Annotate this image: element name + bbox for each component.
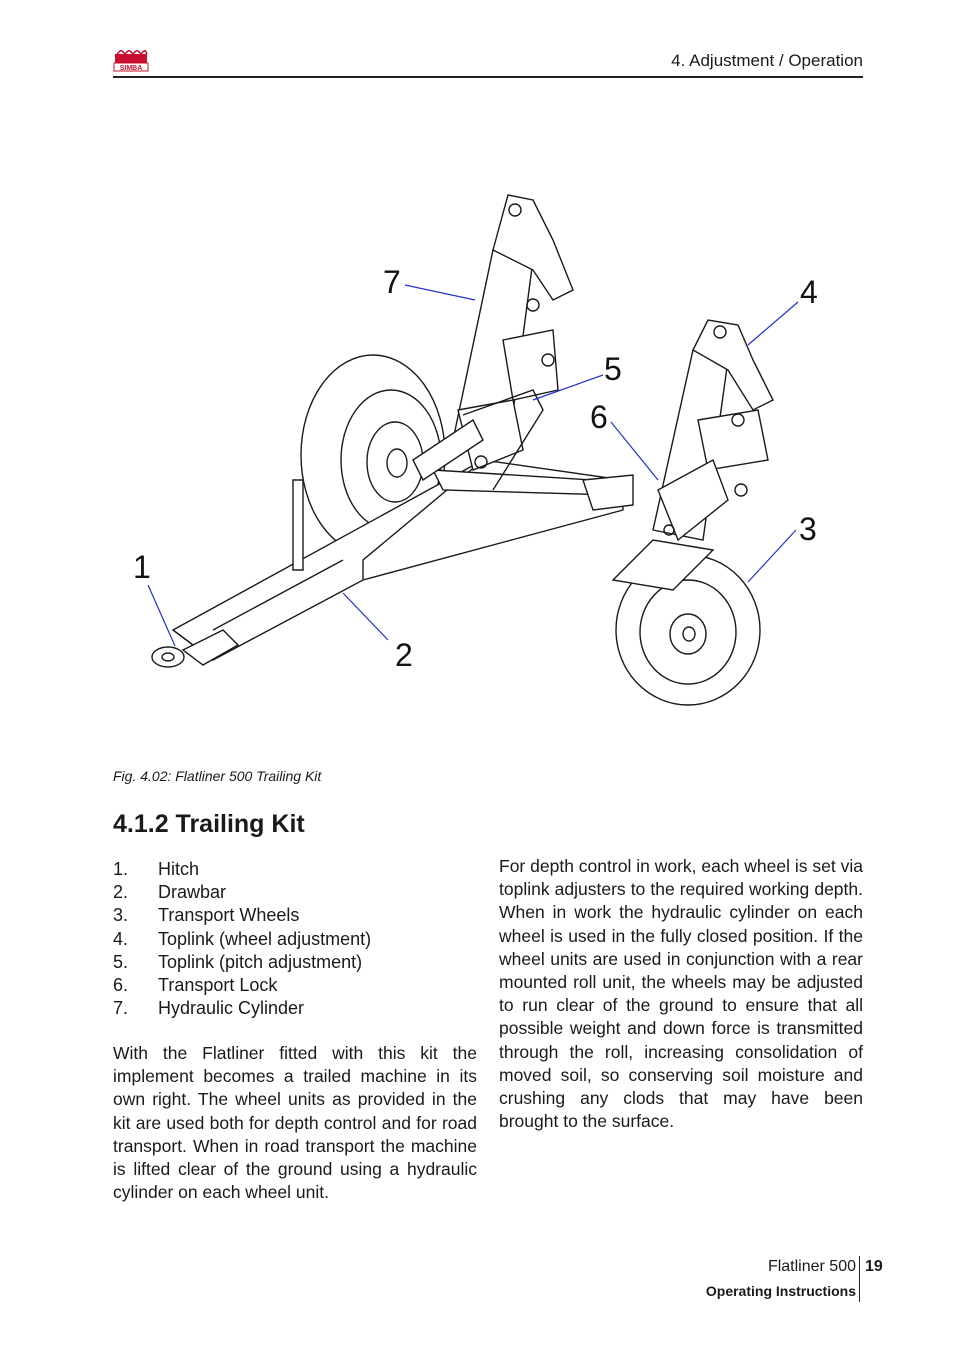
list-item: 4. Toplink (wheel adjustment) — [113, 928, 371, 951]
item-label: Transport Wheels — [158, 905, 300, 926]
item-label: Toplink (pitch adjustment) — [158, 951, 363, 972]
list-item: 1. Hitch — [113, 858, 371, 881]
simba-logo: SIMBA — [113, 48, 149, 74]
list-item: 7. Hydraulic Cylinder — [113, 997, 371, 1020]
footer-divider — [859, 1256, 860, 1302]
trailing-kit-figure: 1 2 3 4 5 6 7 — [113, 160, 863, 740]
machine-linework — [151, 194, 774, 706]
item-label: Toplink (wheel adjustment) — [158, 928, 372, 949]
callout-5: 5 — [604, 351, 622, 387]
item-number: 7. — [113, 998, 129, 1019]
callout-7: 7 — [383, 264, 401, 300]
item-number: 1. — [113, 859, 129, 879]
list-item: 6. Transport Lock — [113, 974, 371, 997]
item-label: Hitch — [158, 859, 200, 879]
list-item: 2. Drawbar — [113, 881, 371, 904]
page-number: 19 — [865, 1258, 883, 1275]
item-label: Drawbar — [158, 882, 227, 903]
callout-4: 4 — [800, 274, 818, 310]
body-paragraph-left: With the Flatliner fitted with this kit … — [113, 1043, 477, 1203]
callout-2: 2 — [395, 637, 413, 673]
item-number: 3. — [113, 905, 129, 926]
body-paragraph-right: For depth control in work, each wheel is… — [499, 856, 863, 1132]
footer-subtitle: Operating Instructions — [705, 1283, 856, 1299]
logo-text: SIMBA — [120, 65, 143, 72]
item-label: Transport Lock — [158, 974, 278, 995]
footer-product-name: Flatliner 500 — [767, 1258, 856, 1275]
callout-1: 1 — [133, 549, 151, 585]
item-number: 6. — [113, 974, 129, 995]
section-title: 4.1.2 Trailing Kit — [113, 810, 305, 838]
callout-6: 6 — [590, 399, 608, 435]
parts-list: 1. Hitch 2. Drawbar 3. Transport Wheels 4. T… — [113, 858, 371, 1020]
item-label: Hydraulic Cylinder — [158, 998, 305, 1019]
callout-leaders — [147, 284, 799, 647]
list-item: 3. Transport Wheels — [113, 904, 371, 927]
callout-3: 3 — [799, 511, 817, 547]
item-number: 2. — [113, 882, 129, 903]
item-number: 5. — [113, 951, 129, 972]
item-number: 4. — [113, 928, 129, 949]
list-item: 5. Toplink (pitch adjustment) — [113, 951, 371, 974]
trailing-kit-drawing: 1 2 3 4 5 6 7 — [133, 194, 818, 706]
header-divider — [113, 76, 863, 78]
figure-caption: Fig. 4.02: Flatliner 500 Trailing Kit — [113, 768, 322, 784]
section-header: 4. Adjustment / Operation — [671, 51, 863, 70]
